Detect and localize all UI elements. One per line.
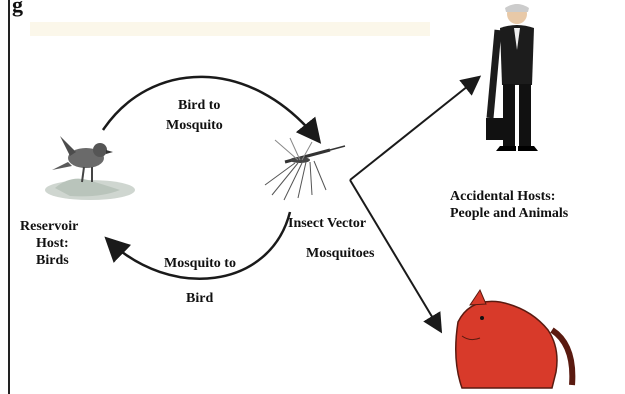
- edge-label-bird-to-mosquito-line1: Bird to: [178, 97, 220, 114]
- edge-label-mosquito-to-bird-line2: Bird: [186, 290, 213, 307]
- node-label-accidental-line1: Accidental Hosts:: [450, 188, 555, 205]
- man-in-suit-icon: [486, 4, 538, 151]
- node-label-reservoir-line1: Reservoir: [20, 218, 78, 235]
- node-label-vector-line1: Insect Vector: [288, 215, 366, 232]
- mosquito-icon: [265, 138, 345, 200]
- node-label-reservoir-line2: Host:: [36, 235, 69, 252]
- edge-label-bird-to-mosquito-line2: Mosquito: [166, 117, 223, 134]
- node-label-reservoir-line3: Birds: [36, 252, 69, 269]
- node-label-vector-line2: Mosquitoes: [306, 245, 374, 262]
- edge-label-mosquito-to-bird-line1: Mosquito to: [164, 255, 236, 272]
- bird-icon: [45, 136, 135, 200]
- node-label-accidental-line2: People and Animals: [450, 205, 568, 222]
- horse-icon: [456, 290, 573, 388]
- arrow-vector-to-people: [350, 78, 478, 180]
